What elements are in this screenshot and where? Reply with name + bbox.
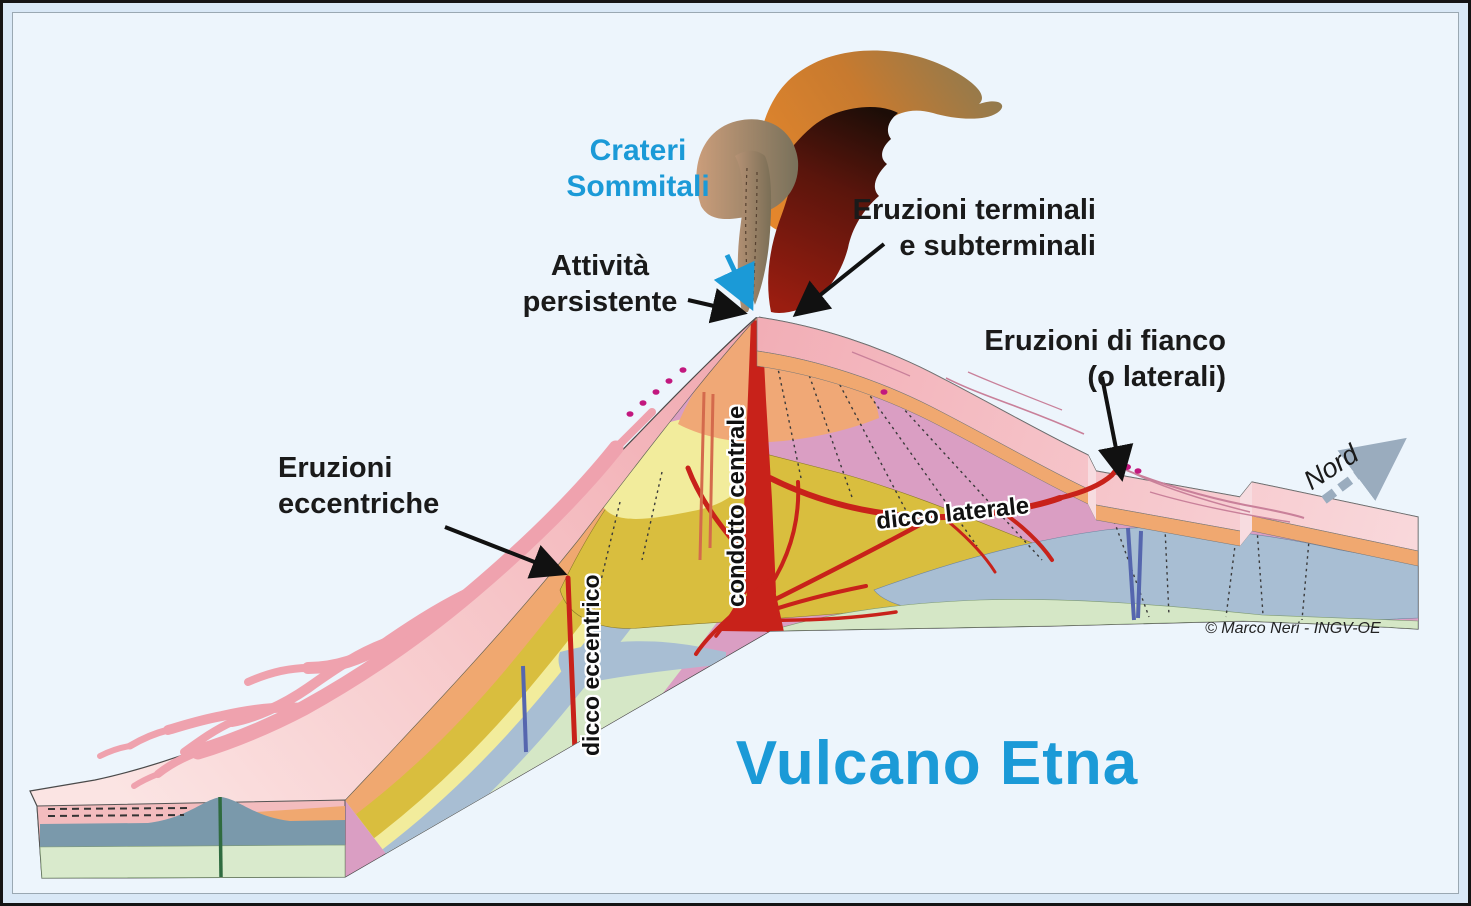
label-crateri-sommitali: Crateri Sommitali	[556, 133, 720, 205]
arrow-attivita-persistente	[687, 288, 748, 324]
section-face	[345, 317, 1418, 877]
label-attivita-persistente: Attività persistente	[505, 248, 695, 320]
surface-lava-lines	[851, 351, 1305, 523]
label-eruzioni-eccentriche: Eruzioni eccentriche	[278, 450, 508, 522]
annotation-arrows	[444, 242, 1407, 579]
north-arrow-icon	[1321, 437, 1407, 504]
plume-dark	[768, 107, 898, 313]
blue-dikes	[521, 527, 1143, 753]
arrow-eruzioni-fianco	[1097, 376, 1134, 482]
conduit-base-flare	[720, 576, 784, 632]
central-conduit	[738, 320, 776, 633]
lava-flows-left	[97, 408, 656, 789]
label-line: Attività	[550, 250, 650, 282]
front-left-face	[36, 796, 346, 879]
label-line: e subterminali	[899, 230, 1096, 262]
front-face-slate	[40, 797, 345, 847]
label-line: persistente	[522, 286, 678, 318]
arrow-eruzioni-terminali	[792, 242, 886, 317]
label-dicco-eccentrico: dicco eccentrico	[578, 574, 604, 756]
front-face-orange	[256, 806, 345, 822]
label-eruzioni-terminali: Eruzioni terminali e subterminali	[828, 192, 1096, 264]
label-line: (o laterali)	[1087, 361, 1226, 393]
blue-gray-layer-left	[558, 641, 726, 686]
front-face-green	[39, 844, 346, 879]
red-dikes	[565, 465, 1063, 755]
label-condotto-centrale: condotto centrale	[723, 405, 750, 607]
lava-bed-dashes	[47, 807, 191, 817]
green-dike	[218, 796, 223, 878]
label-eruzioni-fianco: Eruzioni di fianco (o laterali)	[956, 323, 1226, 395]
old-dikes	[698, 391, 715, 561]
label-line: Eruzioni	[278, 452, 393, 484]
page-title: Vulcano Etna	[735, 729, 1139, 798]
green-basement	[769, 599, 1418, 632]
label-line: Sommitali	[566, 170, 710, 203]
label-line: Eruzioni terminali	[852, 194, 1096, 226]
label-line: Eruzioni di fianco	[984, 325, 1226, 357]
credit-text: © Marco Neri - INGV-OE	[1205, 620, 1381, 637]
label-line: Crateri	[589, 134, 687, 167]
label-line: eccentriche	[278, 488, 440, 520]
arrow-eruzioni-eccentriche	[444, 525, 568, 579]
right-orange-band	[756, 350, 1419, 567]
